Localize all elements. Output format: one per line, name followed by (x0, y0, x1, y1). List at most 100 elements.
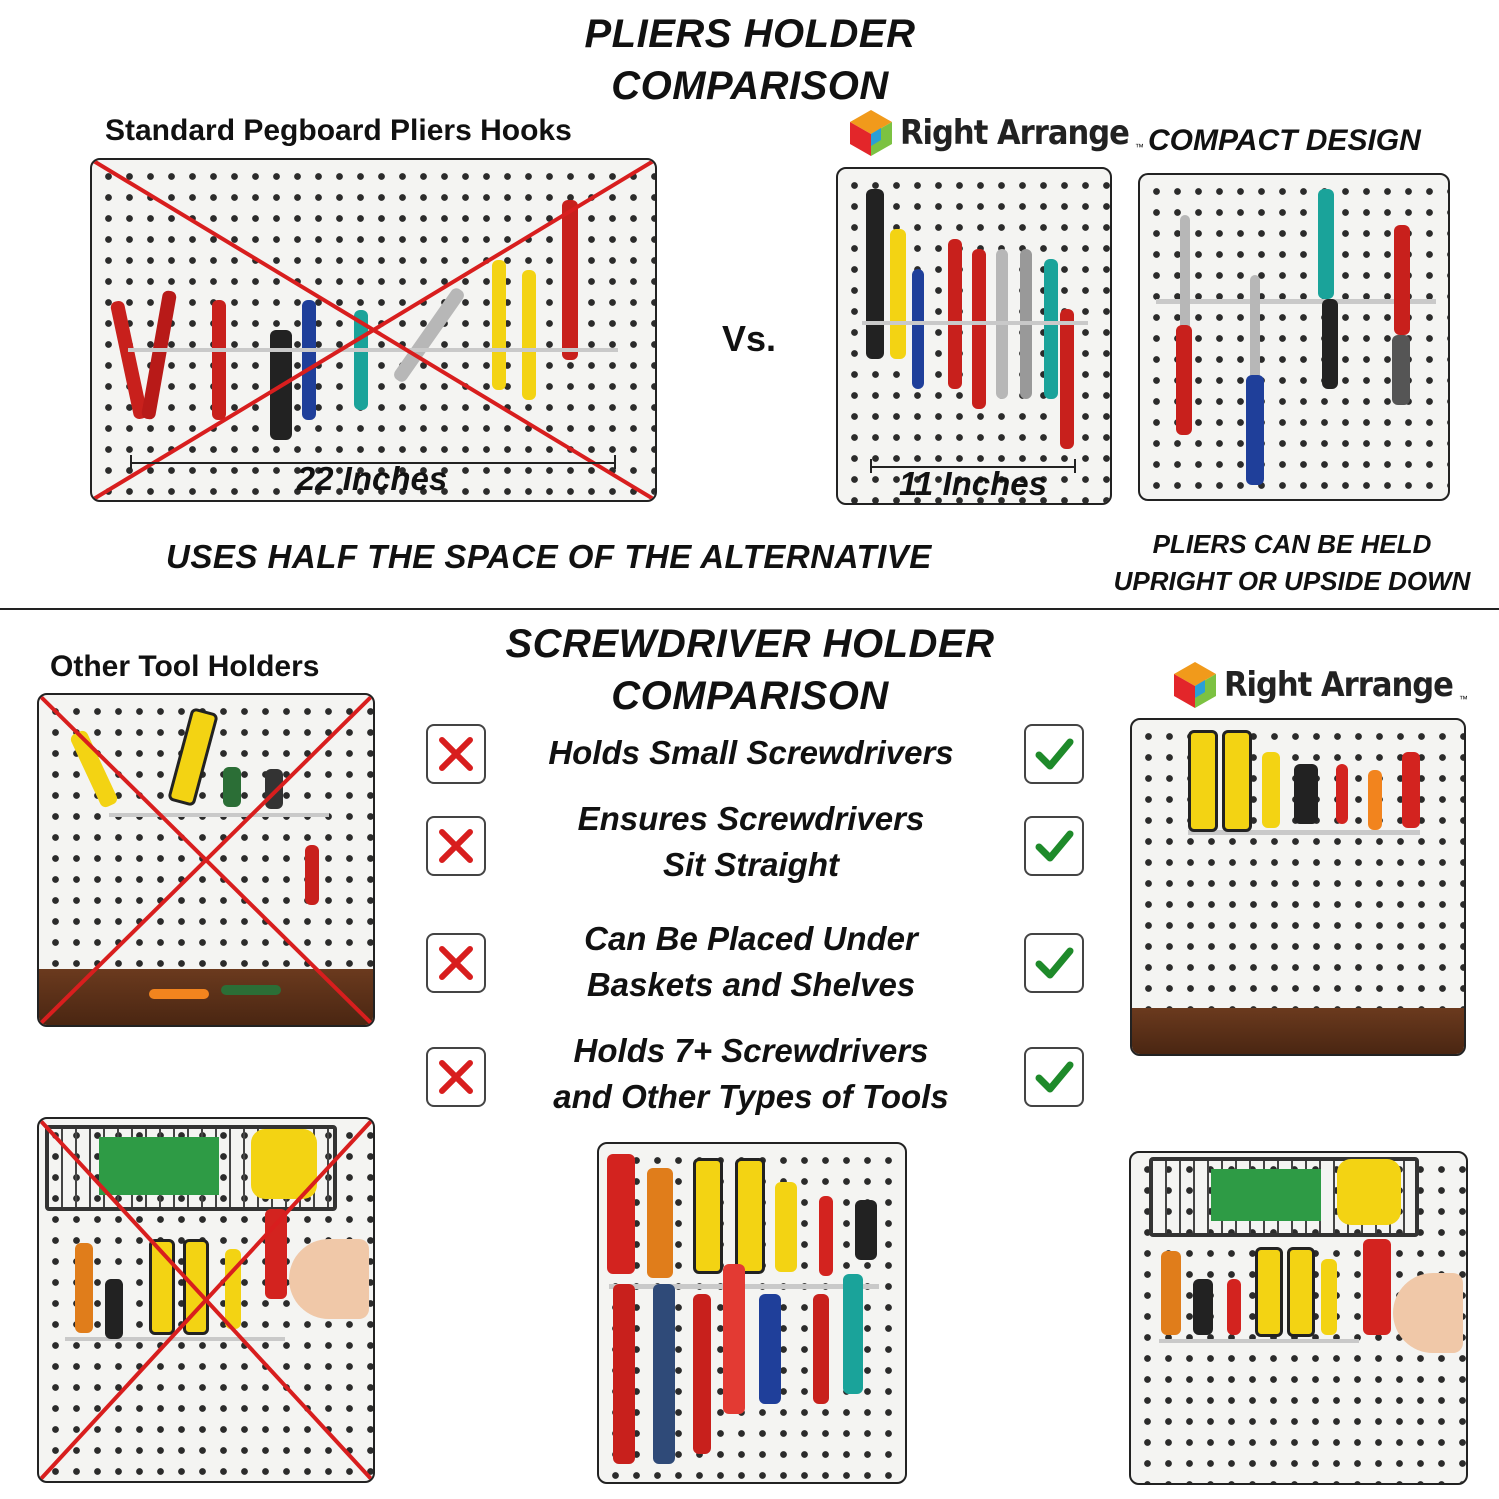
pliers-image (212, 300, 226, 420)
cube-logo-icon (1174, 662, 1216, 708)
tape-measure (1337, 1159, 1401, 1225)
cross-mark-icon (426, 724, 486, 784)
rack-bar (1188, 830, 1420, 835)
cross-mark-icon (426, 1047, 486, 1107)
pliers-title-line2: COMPARISON (611, 64, 889, 108)
rack-bar (128, 348, 618, 352)
screwdriver-image (1193, 1279, 1213, 1335)
standard-hooks-label: Standard Pegboard Pliers Hooks (105, 114, 572, 147)
feature-3-line2: Baskets and Shelves (586, 966, 916, 1003)
compact-design-label: COMPACT DESIGN (1148, 124, 1421, 157)
pliers-image (1394, 225, 1410, 335)
screwdriver-image (1222, 730, 1252, 832)
right-arrange-logo: Right Arrange ™ (848, 108, 1144, 158)
tape-measure (251, 1129, 317, 1199)
screwdriver-image (735, 1158, 765, 1274)
screwdriver-image (1368, 770, 1382, 830)
hand (1393, 1273, 1463, 1353)
vs-label: Vs. (722, 318, 777, 359)
other-holders-basket-panel (37, 1117, 375, 1483)
feature-row-1: Holds Small Screwdrivers (496, 730, 1006, 776)
feature-row-4: Holds 7+ Screwdrivers and Other Types of… (496, 1028, 1006, 1120)
brand-screwdriver-panel (1130, 718, 1466, 1056)
screwdriver-image (305, 845, 319, 905)
pliers-image (613, 1284, 635, 1464)
other-holders-panel (37, 693, 375, 1027)
screwdriver-image (1227, 1279, 1241, 1335)
screwdriver-image (1255, 1247, 1283, 1337)
pliers-image (813, 1294, 829, 1404)
feature-1-line1: Holds Small Screwdrivers (548, 734, 954, 771)
red-cross-overlay (92, 160, 655, 500)
screwdriver-image (1363, 1239, 1391, 1335)
brand-name: Right Arrange (1224, 665, 1454, 705)
pliers-image (1044, 259, 1058, 399)
pliers-section-title: PLIERS HOLDER COMPARISON (450, 8, 1050, 112)
pliers-image (522, 270, 536, 400)
wood-shelf (1132, 1008, 1464, 1054)
brand-tm: ™ (1134, 142, 1144, 152)
pliers-image (1246, 375, 1264, 485)
pliers-image (866, 189, 884, 359)
brand-tm: ™ (1458, 694, 1468, 704)
cross-mark-icon (426, 816, 486, 876)
battery-pack (1211, 1169, 1321, 1221)
brand-width-label: 11 Inches (899, 465, 1047, 502)
screwdriver-image (223, 767, 241, 807)
feature-4-line1: Holds 7+ Screwdrivers (573, 1032, 929, 1069)
feature-2-line2: Sit Straight (662, 846, 839, 883)
screwdriver-image (1161, 1251, 1181, 1335)
pliers-title-line1: PLIERS HOLDER (584, 12, 916, 56)
hand (289, 1239, 369, 1319)
red-cross-overlay (39, 695, 373, 1025)
screwdriver-image (1402, 752, 1420, 828)
pliers-image (1392, 335, 1410, 405)
pliers-image (890, 229, 906, 359)
screwdriver-section-title: SCREWDRIVER HOLDER COMPARISON (440, 618, 1060, 722)
right-arrange-logo-2: Right Arrange ™ (1172, 660, 1468, 710)
screwdriver-image (221, 985, 281, 995)
screwdriver-image (819, 1196, 833, 1276)
space-caption: USES HALF THE SPACE OF THE ALTERNATIVE (166, 538, 932, 575)
brand-name: Right Arrange (900, 113, 1130, 153)
pliers-image (653, 1284, 675, 1464)
pliers-image (723, 1264, 745, 1414)
screwdriver-image (149, 989, 209, 999)
rack-bar (109, 813, 329, 817)
standard-pliers-panel: 22 Inches (90, 158, 657, 502)
rack-bar (1159, 1339, 1359, 1343)
upright-caption-line2: UPRIGHT OR UPSIDE DOWN (1113, 566, 1471, 596)
screwdriver-title-line2: COMPARISON (611, 674, 889, 718)
pliers-image (492, 260, 506, 390)
measure-tick-left (130, 455, 132, 469)
pliers-image (1322, 299, 1338, 389)
screwdriver-image (1262, 752, 1280, 828)
rack-bar (1156, 299, 1436, 304)
measure-line (130, 462, 616, 464)
other-holders-label: Other Tool Holders (50, 650, 320, 683)
pliers-image (972, 249, 986, 409)
mixed-tools-panel (597, 1142, 907, 1484)
pliers-image (948, 239, 962, 389)
measure-tick-left (870, 459, 872, 473)
pliers-image (912, 269, 924, 389)
section-divider (0, 608, 1499, 610)
measure-tick-right (1074, 459, 1076, 473)
screwdriver-image (1321, 1259, 1337, 1335)
screwdriver-image (607, 1154, 635, 1274)
rack-bar (65, 1337, 285, 1341)
pliers-image (1176, 325, 1192, 435)
pliers-image (759, 1294, 781, 1404)
cube-logo-icon (850, 110, 892, 156)
pliers-image (1060, 309, 1074, 449)
pliers-image (843, 1274, 863, 1394)
pliers-image (1250, 275, 1260, 385)
red-cross-overlay (39, 1119, 373, 1481)
pliers-image (693, 1294, 711, 1454)
pliers-image (1180, 215, 1190, 335)
feature-3-line1: Can Be Placed Under (584, 920, 918, 957)
check-mark-icon (1024, 816, 1084, 876)
screwdriver-image (1294, 764, 1318, 824)
screwdriver-image (75, 1243, 93, 1333)
feature-row-3: Can Be Placed Under Baskets and Shelves (496, 916, 1006, 1008)
